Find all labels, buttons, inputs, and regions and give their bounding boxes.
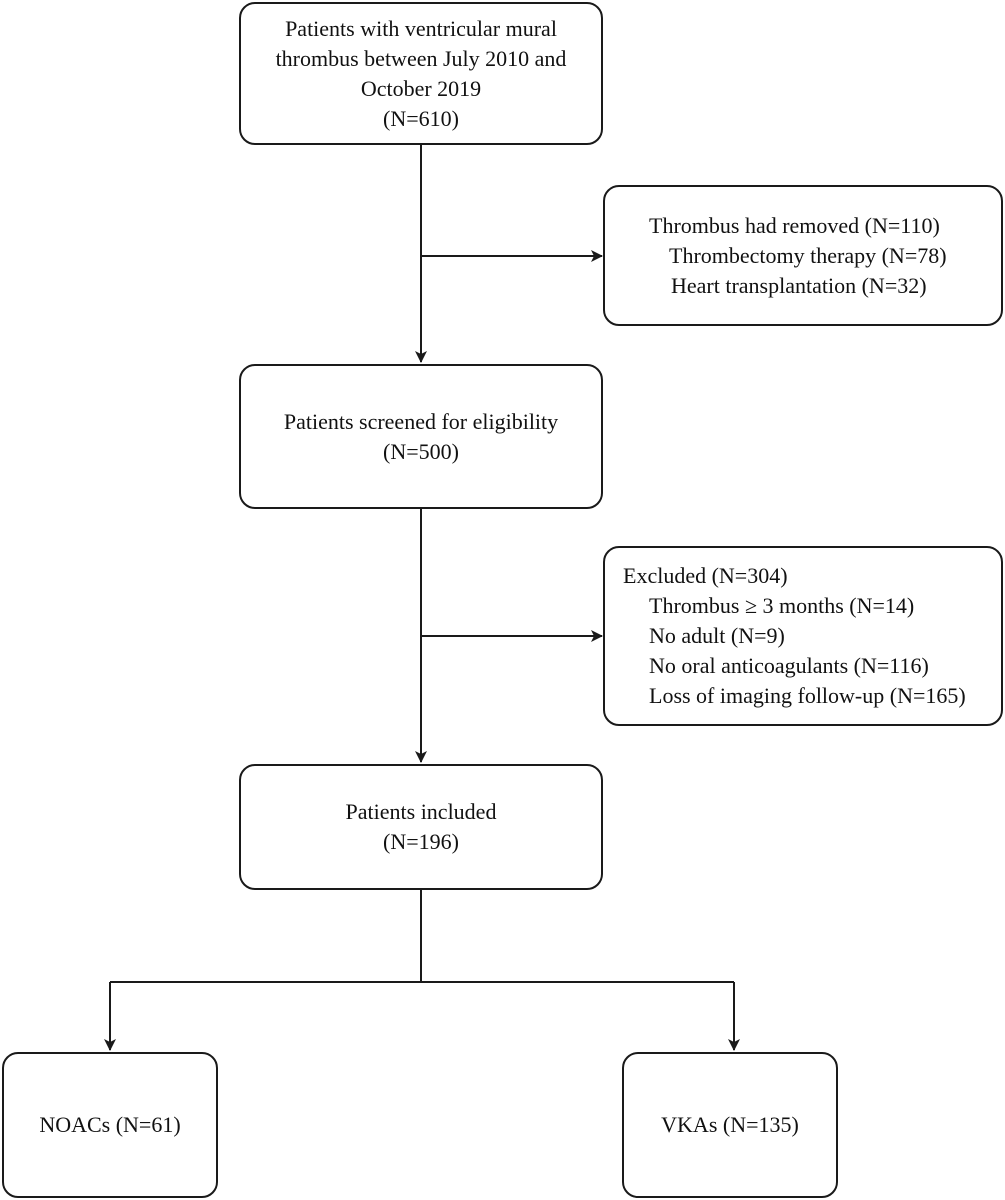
- box-excluded: Excluded (N=304) Thrombus ≥ 3 months (N=…: [603, 546, 1003, 726]
- excluded-line-2: Thrombus ≥ 3 months (N=14): [649, 593, 915, 618]
- excluded-line-5: Loss of imaging follow-up (N=165): [649, 683, 966, 708]
- removed-line-1: Thrombus had removed (N=110): [649, 212, 940, 238]
- box-included: Patients included (N=196): [239, 764, 603, 890]
- included-line-2: (N=196): [383, 829, 459, 854]
- start-line-1: Patients with ventricular mural: [285, 15, 557, 41]
- removed-line-3: Heart transplantation (N=32): [671, 272, 927, 298]
- excluded-line-4: No oral anticoagulants (N=116): [649, 653, 929, 678]
- excluded-line-3: No adult (N=9): [649, 623, 785, 648]
- removed-line-2: Thrombectomy therapy (N=78): [669, 242, 947, 268]
- box-screened: Patients screened for eligibility (N=500…: [239, 364, 603, 509]
- box-vkas: VKAs (N=135): [622, 1052, 838, 1198]
- box-noacs: NOACs (N=61): [2, 1052, 218, 1198]
- start-line-4: (N=610): [383, 105, 459, 131]
- included-line-1: Patients included: [345, 799, 497, 824]
- screened-line-2: (N=500): [383, 438, 459, 464]
- noacs-line-1: NOACs (N=61): [39, 1112, 181, 1137]
- start-line-3: October 2019: [360, 75, 482, 101]
- start-line-2: thrombus between July 2010 and: [275, 45, 567, 71]
- vkas-line-1: VKAs (N=135): [661, 1112, 799, 1137]
- box-thrombus-removed: Thrombus had removed (N=110) Thrombectom…: [603, 185, 1003, 326]
- box-start-population: Patients with ventricular mural thrombus…: [239, 2, 603, 145]
- screened-line-1: Patients screened for eligibility: [283, 408, 559, 434]
- excluded-line-1: Excluded (N=304): [623, 563, 788, 588]
